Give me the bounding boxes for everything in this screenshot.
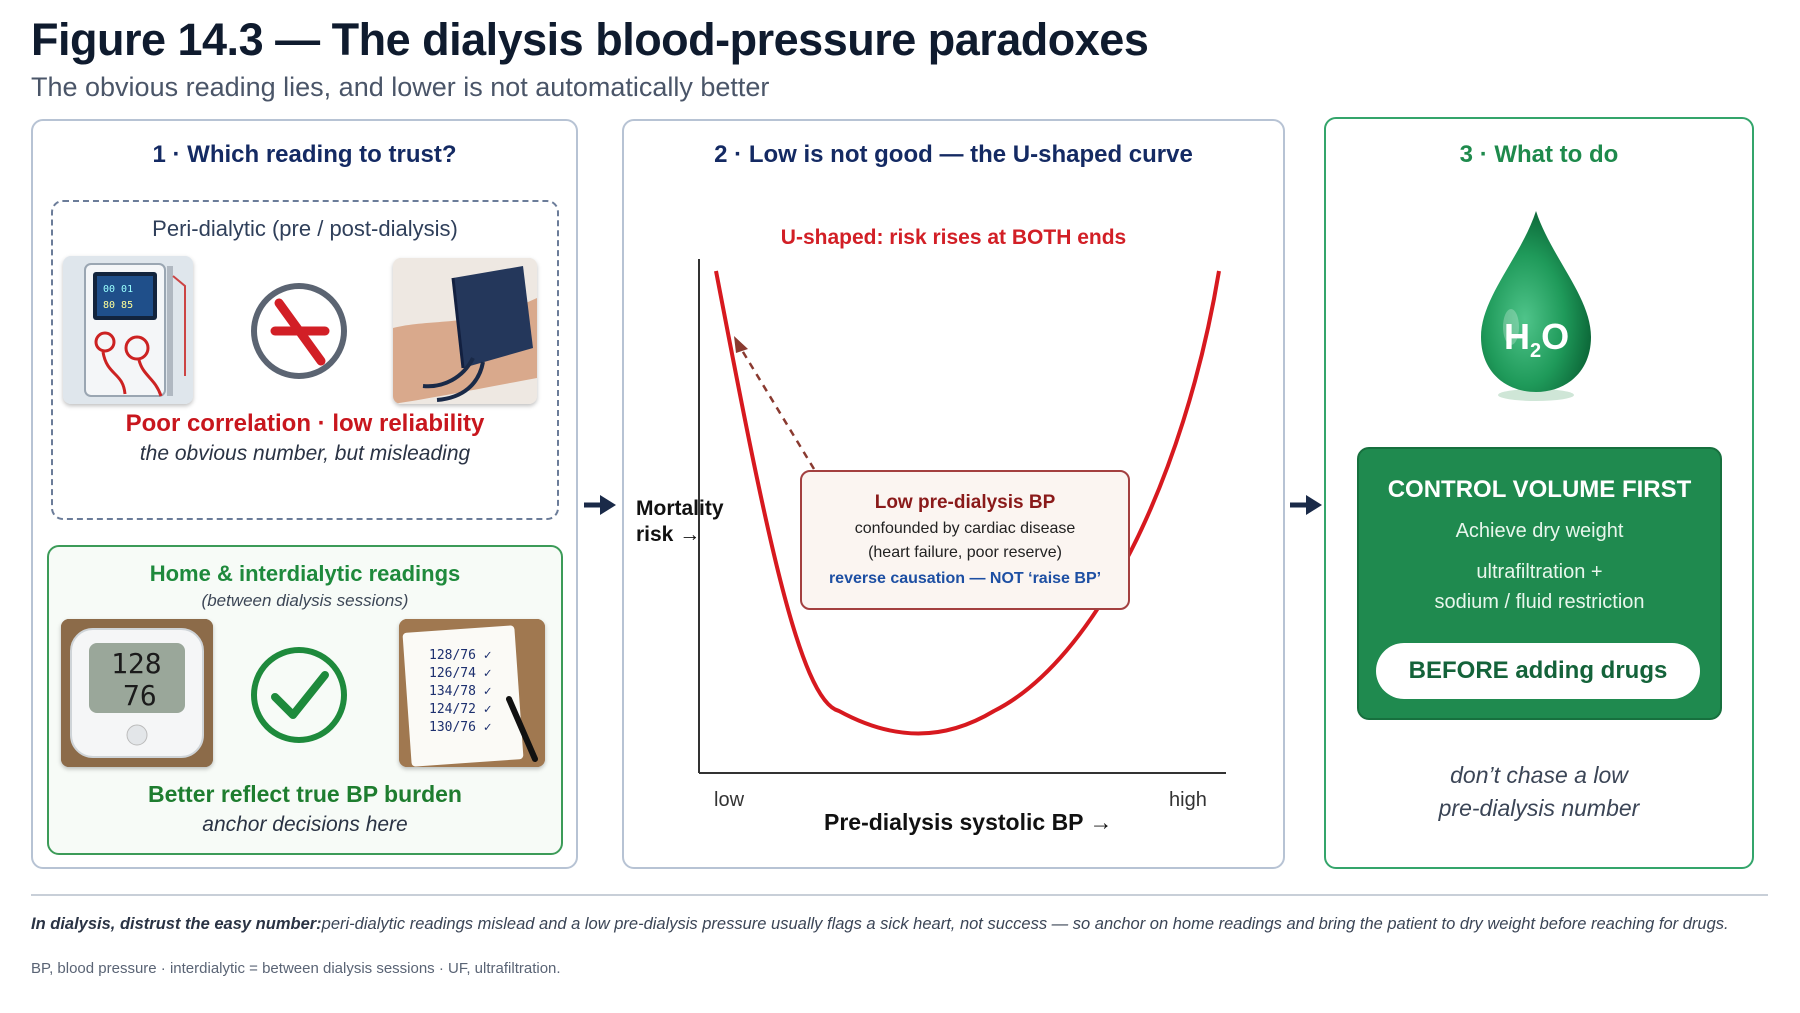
- u-shaped-risk-curve: [714, 270, 1221, 736]
- panel2-heading: 2 · Low is not good — the U-shaped curve: [714, 141, 1193, 168]
- panel-u-curve: 2 · Low is not good — the U-shaped curve…: [622, 119, 1285, 869]
- log-entry: 130/76 ✓: [429, 720, 492, 735]
- monitor-diastolic: 76: [123, 679, 157, 712]
- action-line2: ultrafiltration + sodium / fluid restric…: [1359, 557, 1720, 617]
- abbreviations: BP, blood pressure · interdialytic = bet…: [31, 960, 561, 977]
- h2o-2: 2: [1530, 340, 1541, 362]
- action-uf: ultrafiltration +: [1476, 561, 1603, 583]
- home-readings-box: Home & interdialytic readings (between d…: [47, 545, 563, 855]
- dialysis-machine-image: 00 01 80 85: [63, 256, 193, 404]
- log-entry: 128/76 ✓: [429, 648, 492, 663]
- svg-text:80 85: 80 85: [103, 300, 133, 311]
- footer-lead: In dialysis, distrust the easy number:: [31, 915, 322, 933]
- footer-body: peri-dialytic readings mislead and a low…: [321, 915, 1729, 933]
- y-axis-label-line1: Mortality: [636, 497, 724, 520]
- peri-title: Peri-dialytic (pre / post-dialysis): [152, 216, 458, 241]
- log-entry: 134/78 ✓: [429, 684, 492, 699]
- callout-reverse-causation: reverse causation — NOT ‘raise BP’: [828, 570, 1102, 587]
- log-entry: 124/72 ✓: [429, 702, 492, 717]
- home-monitor-image: 128 76: [61, 619, 213, 767]
- cross-icon: [249, 281, 349, 381]
- panel3-heading: 3 · What to do: [1459, 141, 1619, 168]
- low-bp-callout: Low pre-dialysis BP confounded by cardia…: [800, 470, 1130, 610]
- u-curve-chart: [698, 259, 1226, 774]
- callout-title: Low pre-dialysis BP: [874, 492, 1056, 513]
- action-restriction: sodium / fluid restriction: [1434, 591, 1645, 613]
- x-axis-label: Pre-dialysis systolic BP →: [824, 809, 1113, 835]
- panel1-heading: 1 · Which reading to trust?: [152, 141, 457, 168]
- svg-text:00 01: 00 01: [103, 284, 133, 295]
- pointer-arrowhead: [734, 336, 748, 353]
- bp-cuff-image: [393, 258, 537, 404]
- home-subtitle: (between dialysis sessions): [201, 591, 409, 610]
- callout-line2: (heart failure, poor reserve): [868, 544, 1062, 561]
- x-tick-low: low: [714, 789, 745, 811]
- h2o-h: H: [1504, 316, 1530, 357]
- log-entry: 126/74 ✓: [429, 666, 492, 681]
- callout-line1: confounded by cardiac disease: [854, 520, 1076, 537]
- peri-verdict: Poor correlation · low reliability: [125, 410, 485, 437]
- home-title: Home & interdialytic readings: [149, 561, 461, 586]
- arrow-right-icon: [1288, 493, 1324, 522]
- panel-reading-trust: 1 · Which reading to trust? Peri-dialyti…: [31, 119, 578, 869]
- action-title: CONTROL VOLUME FIRST: [1387, 476, 1692, 503]
- control-volume-box: CONTROL VOLUME FIRST Achieve dry weight …: [1357, 447, 1722, 720]
- check-icon: [249, 645, 349, 745]
- tip-text: don’t chase a low pre-dialysis number: [1326, 759, 1752, 825]
- curve-note: U-shaped: risk rises at BOTH ends: [780, 226, 1127, 249]
- before-drugs-pill: BEFORE adding drugs: [1376, 643, 1700, 699]
- y-axis-label-line2: risk →: [636, 523, 701, 546]
- figure-subtitle: The obvious reading lies, and lower is n…: [31, 72, 770, 102]
- figure-title: Figure 14.3 — The dialysis blood-pressur…: [31, 14, 1149, 65]
- y-axis-label: Mortality risk →: [636, 496, 724, 548]
- water-drop-icon: H2O: [1471, 207, 1601, 407]
- home-verdict: Better reflect true BP burden: [148, 781, 462, 807]
- peri-dialytic-box: Peri-dialytic (pre / post-dialysis) 00 0…: [51, 200, 559, 520]
- home-note: anchor decisions here: [202, 813, 408, 836]
- dashed-pointer-arrow: [738, 346, 816, 470]
- bp-log-notebook-image: 128/76 ✓ 126/74 ✓ 134/78 ✓ 124/72 ✓ 130/…: [399, 619, 545, 767]
- arrow-right-icon: [582, 493, 618, 522]
- tip-line1: don’t chase a low: [1450, 762, 1628, 788]
- footer-divider: [31, 894, 1768, 896]
- peri-note: the obvious number, but misleading: [139, 442, 471, 465]
- footer-summary: In dialysis, distrust the easy number:pe…: [31, 915, 1771, 934]
- tip-line2: pre-dialysis number: [1438, 795, 1640, 821]
- svg-text:H2O: H2O: [1504, 316, 1569, 362]
- h2o-o: O: [1541, 316, 1569, 357]
- panel-what-to-do: 3 · What to do H2O CONTROL VOLUME FIRST …: [1324, 117, 1754, 869]
- action-line1: Achieve dry weight: [1455, 520, 1624, 542]
- monitor-systolic: 128: [111, 647, 162, 680]
- x-tick-high: high: [1169, 789, 1207, 811]
